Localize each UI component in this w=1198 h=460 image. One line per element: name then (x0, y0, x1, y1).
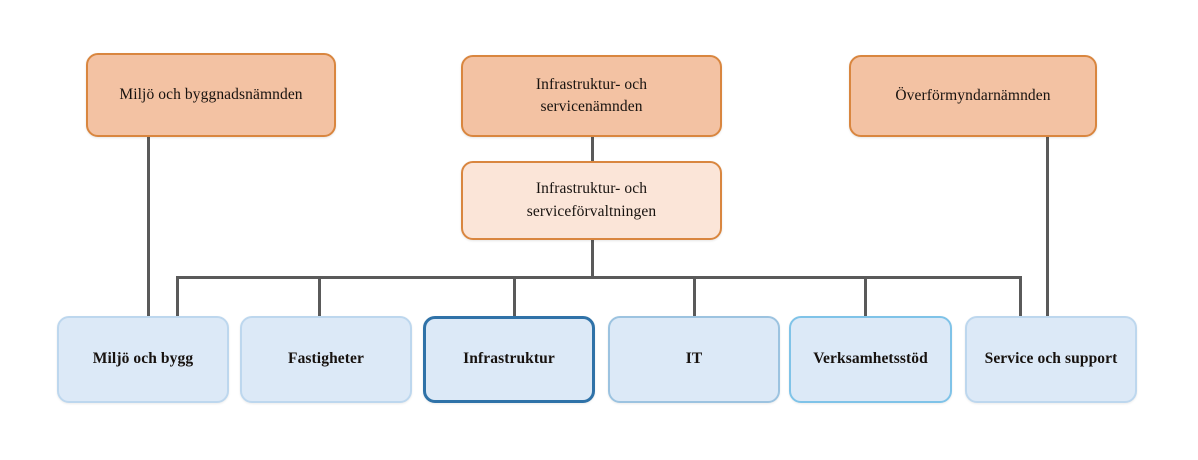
node-label: IT (685, 350, 703, 368)
connector-bus-drop-infrastruktur (513, 276, 516, 316)
node-infrastruktur-och-servicenamnden[interactable]: Infrastruktur- och servicenämnden (461, 55, 722, 137)
node-infrastruktur[interactable]: Infrastruktur (423, 316, 595, 403)
node-label: Infrastruktur- och serviceförvaltningen (526, 180, 657, 220)
node-label: Infrastruktur (463, 350, 555, 368)
node-it[interactable]: IT (608, 316, 780, 403)
node-label: Miljö och bygg (92, 350, 194, 368)
node-infrastruktur-och-serviceforvaltningen[interactable]: Infrastruktur- och serviceförvaltningen (461, 161, 722, 240)
node-label: Fastigheter (288, 350, 364, 368)
connector-overformyndarnamnden-to-service (1046, 136, 1049, 332)
connector-miljonamnden-to-miljobygg (147, 136, 150, 332)
node-label: Infrastruktur- och servicenämnden (535, 75, 648, 115)
node-label: Miljö och byggnadsnämnden (119, 85, 303, 103)
node-label: Verksamhetsstöd (813, 350, 928, 368)
node-overformyndarnamnden[interactable]: Överförmyndarnämnden (849, 55, 1097, 137)
connector-bus-drop-verksamhetsstod (864, 276, 867, 316)
node-service-och-support[interactable]: Service och support (965, 316, 1137, 403)
node-label: Service och support (984, 350, 1118, 368)
node-verksamhetsstod[interactable]: Verksamhetsstöd (789, 316, 952, 403)
node-fastigheter[interactable]: Fastigheter (240, 316, 412, 403)
connector-forvaltningen-to-bus (591, 240, 594, 278)
connector-bus-drop-miljo-och-bygg (176, 276, 179, 332)
node-label: Överförmyndarnämnden (895, 86, 1051, 104)
connector-bus-drop-service-och-support (1019, 276, 1022, 332)
connector-bus-horizontal (176, 276, 1022, 279)
connector-bus-drop-it (693, 276, 696, 316)
connector-servicenamnden-to-forvaltningen (591, 136, 594, 161)
connector-bus-drop-fastigheter (318, 276, 321, 316)
node-miljo-och-byggnadsnamnden[interactable]: Miljö och byggnadsnämnden (86, 53, 336, 137)
node-miljo-och-bygg[interactable]: Miljö och bygg (57, 316, 229, 403)
